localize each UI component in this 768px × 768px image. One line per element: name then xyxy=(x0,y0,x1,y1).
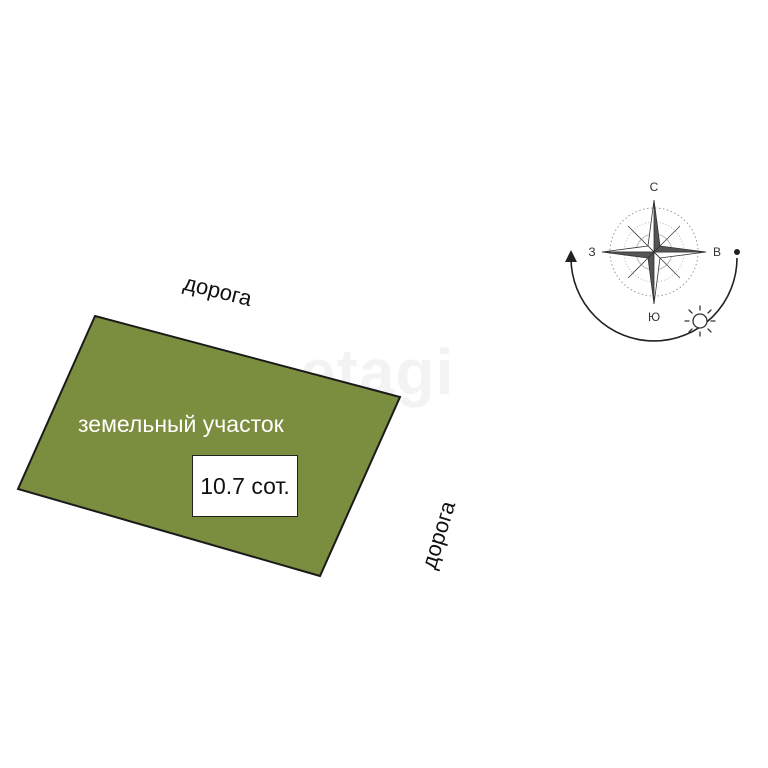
plot-title: земельный участок xyxy=(78,411,284,437)
land-plot-shape xyxy=(16,314,402,578)
sun-path-arrow-icon xyxy=(565,249,740,342)
sun-icon xyxy=(684,305,716,337)
plot-area-box: 10.7 сот. xyxy=(192,455,298,517)
plot-area-value: 10.7 сот. xyxy=(200,472,290,499)
compass-north-label: С xyxy=(650,180,659,194)
compass-east-label: В xyxy=(713,245,721,259)
compass-west-label: З xyxy=(588,245,595,259)
compass-south-label: Ю xyxy=(648,310,660,324)
compass-rose-icon xyxy=(601,199,707,305)
